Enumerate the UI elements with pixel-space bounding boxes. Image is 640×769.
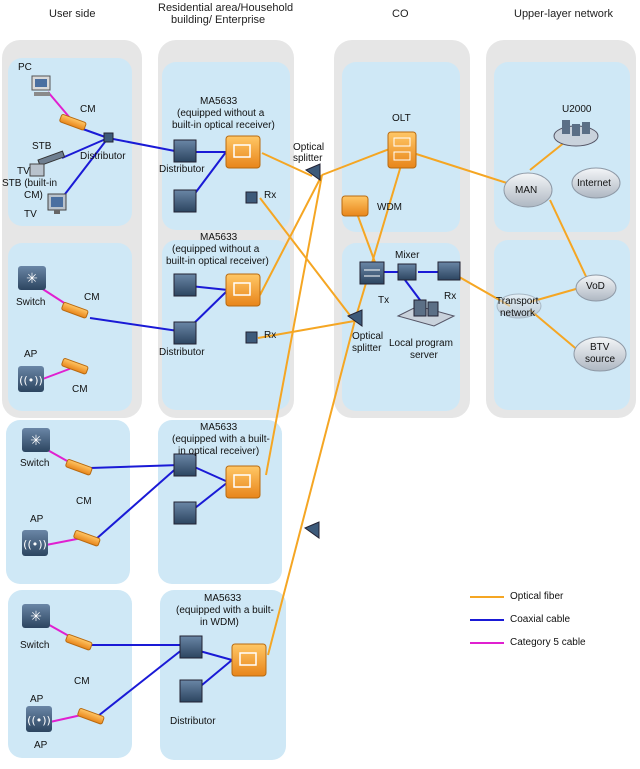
ma5633-icons [225,135,267,677]
label-cm-5: CM [74,676,90,687]
header-residential-2: building/ Enterprise [171,14,266,26]
ma5633-2-desc-1: (equipped without a [172,244,260,255]
svg-text:✳: ✳ [26,271,38,287]
ma5633-3-title: MA5633 [200,422,238,433]
mixer-icon [397,263,417,281]
label-transport-2: network [500,308,536,319]
label-switch-3: Switch [20,640,50,651]
svg-text:✳: ✳ [30,609,42,625]
label-u2000: U2000 [562,104,592,115]
label-btv-2: source [585,354,616,365]
legend-optical: Optical fiber [510,591,564,602]
ma5633-1-title: MA5633 [200,96,238,107]
header-user-side: User side [49,8,96,20]
label-man: MAN [515,185,538,196]
stb-icon [37,150,66,167]
ma5633-1-desc-2: built-in optical receiver) [172,120,275,131]
label-cm-4: CM [76,496,92,507]
label-transport-1: Transport [496,296,539,307]
ma5633-1-desc-1: (equipped without a [177,108,265,119]
cloud-icons [496,167,627,372]
tx-icon [359,261,385,285]
label-rx-1: Rx [264,190,277,201]
label-tv-2: TV [24,209,37,220]
header-residential-1: Residential area/Household [158,2,294,14]
access-point-icons: ((•)) ((•)) ((•)) [18,366,52,732]
svg-text:((•)): ((•)) [27,714,51,727]
label-internet: Internet [577,178,611,189]
ma5633-3-desc-2: in optical receiver) [178,446,260,457]
label-rx-co: Rx [444,291,457,302]
label-ap-3a: AP [30,694,44,705]
u2000-icon [553,120,599,147]
label-local-server-1: Local program [389,338,453,349]
label-stb: STB [32,141,52,152]
label-cm-3: CM [72,384,88,395]
ma5633-2-desc-2: built-in optical receiver) [166,256,269,267]
label-rx-2: Rx [264,330,277,341]
label-olt: OLT [392,113,411,124]
label-tv-1: TV [17,166,30,177]
label-mixer: Mixer [395,250,420,261]
label-switch-2: Switch [20,458,50,469]
distributor-icons [173,139,203,703]
label-wdm: WDM [377,202,402,213]
svg-text:((•)): ((•)) [23,538,47,551]
label-optical-splitter-2b: splitter [352,343,382,354]
label-stb-builtin-1: STB (built-in [2,178,58,189]
distributor-small-icon [103,132,114,143]
label-ap-3b: AP [34,740,48,751]
ma5633-3-desc-1: (equipped with a built- [172,434,270,445]
optical-fiber-links [259,137,591,656]
header-co: CO [392,8,409,20]
label-distributor-1: Distributor [80,151,126,162]
label-local-server-2: server [410,350,438,361]
label-ap-2: AP [30,514,44,525]
label-optical-splitter-2a: Optical [352,331,384,342]
tv-icon [29,163,67,214]
ma5633-4-desc-2: in WDM) [200,617,239,628]
legend-coax: Coaxial cable [510,614,571,625]
header-upper: Upper-layer network [514,8,614,20]
olt-icon [387,131,417,169]
ma5633-2-title: MA5633 [200,232,238,243]
optical-splitter-icons [303,163,363,539]
svg-text:✳: ✳ [30,433,42,449]
rx-icons [245,191,258,344]
legend-swatches [470,596,504,644]
label-tx: Tx [378,295,390,306]
svg-text:((•)): ((•)) [19,374,43,387]
label-ap-1: AP [24,349,38,360]
label-stb-builtin-2: CM) [24,190,43,201]
pc-icon [31,75,51,96]
co-panel [334,40,470,418]
ma5633-4-title: MA5633 [204,593,242,604]
label-distributor-2: Distributor [159,164,205,175]
ma5633-4-desc-1: (equipped with a built- [176,605,274,616]
label-cm-2: CM [84,292,100,303]
co-rx-icon [437,261,461,281]
label-pc: PC [18,62,32,73]
label-cm-1: CM [80,104,96,115]
label-optical-splitter-1a: Optical [293,142,325,153]
label-distributor-4: Distributor [170,716,216,727]
label-switch-1: Switch [16,297,46,308]
wdm-icon [341,195,369,217]
label-btv-1: BTV [590,342,610,353]
label-vod: VoD [586,281,605,292]
legend-cat5: Category 5 cable [510,637,586,648]
switch-icons: ✳ ✳ ✳ [18,266,50,628]
cable-modems [59,114,105,725]
label-distributor-3: Distributor [159,347,205,358]
local-server-icon [396,299,456,327]
label-optical-splitter-1b: splitter [293,153,323,164]
